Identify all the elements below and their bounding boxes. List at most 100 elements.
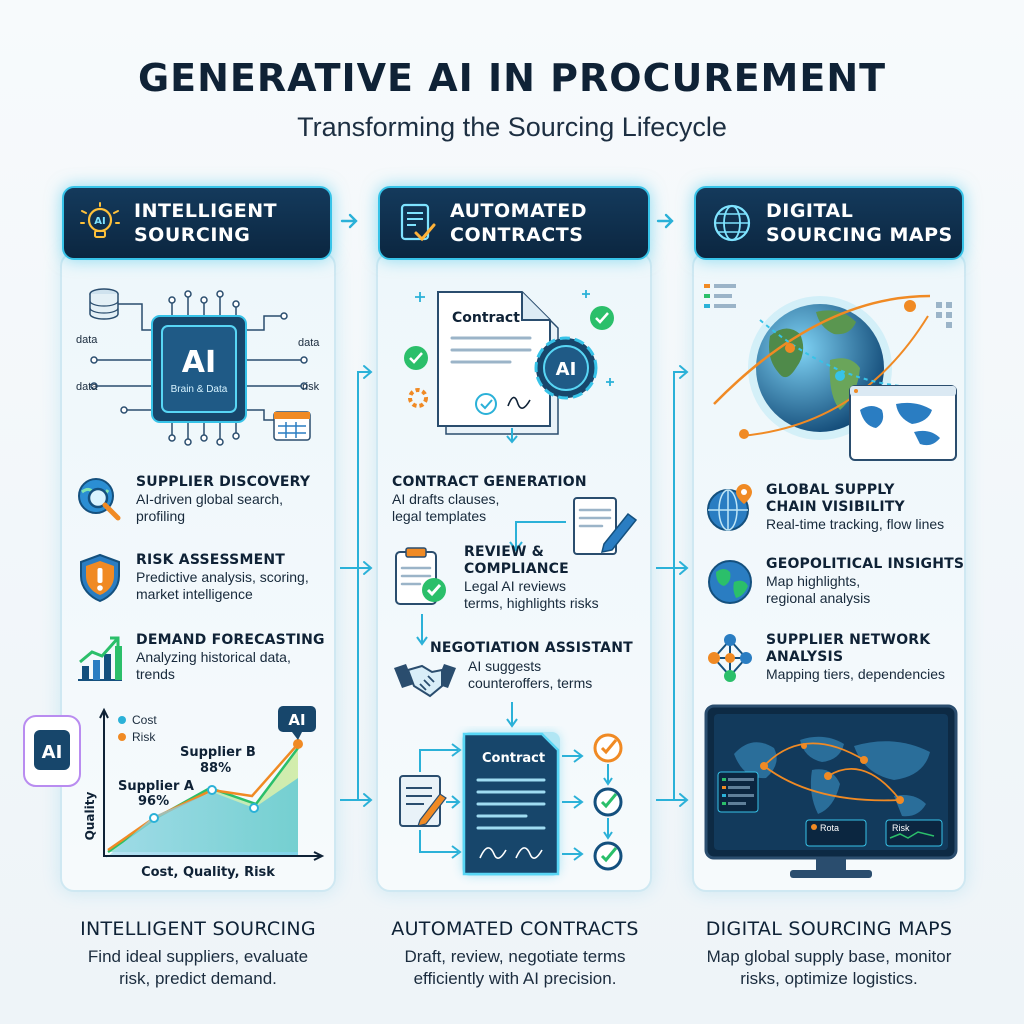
item-supplier-discovery: SUPPLIER DISCOVERY AI-driven global sear… — [74, 474, 332, 526]
flow-arrow-icon — [509, 521, 566, 552]
panel-label: Risk — [892, 823, 910, 833]
supplier-b-value: 88% — [200, 761, 231, 776]
footer-title: AUTOMATED CONTRACTS — [391, 918, 639, 940]
header-line: SOURCING MAPS — [766, 224, 953, 246]
item-desc: regional analysis — [766, 590, 871, 606]
document-pen-icon — [573, 497, 638, 555]
down-arrow-icon — [416, 614, 428, 646]
header-line: AUTOMATED — [450, 200, 588, 222]
item-contract-generation: CONTRACT GENERATION AI drafts clauses, l… — [392, 474, 642, 525]
item-supplier-network: SUPPLIER NETWORK ANALYSIS Mapping tiers,… — [704, 632, 966, 684]
item-geopolitical-insights: GEOPOLITICAL INSIGHTS Map highlights, re… — [704, 556, 966, 608]
supply-map-monitor: Rota Risk — [704, 704, 958, 878]
item-desc: AI-driven global search, — [136, 491, 284, 507]
gear-label: AI — [556, 359, 577, 380]
header-line: DIGITAL — [766, 200, 854, 222]
down-arrow-icon — [506, 702, 518, 728]
item-desc: Predictive analysis, scoring, — [136, 569, 309, 585]
header-automated-contracts: AUTOMATED CONTRACTS — [378, 186, 650, 260]
callout-label: AI — [288, 711, 305, 729]
ai-chip-illustration: AI Brain & Data data data data risk — [76, 288, 320, 446]
shield-warning-icon — [80, 553, 120, 603]
item-title: DEMAND FORECASTING — [136, 632, 325, 648]
hero-label: data — [298, 337, 320, 349]
arrow-head-icon — [679, 793, 689, 807]
map-side-panel — [717, 771, 759, 813]
edit-document-icon — [399, 775, 447, 827]
legend-risk: Risk — [132, 730, 156, 744]
arrow-head-icon — [679, 365, 689, 379]
globe-regions-icon — [708, 560, 752, 604]
side-ai-badge: AI — [23, 715, 81, 787]
item-title: NEGOTIATION ASSISTANT — [430, 640, 633, 656]
footer-desc: Draft, review, negotiate terms efficient… — [370, 946, 660, 990]
world-map-panel — [849, 385, 957, 461]
connector-line — [357, 371, 370, 800]
item-desc: trends — [136, 666, 175, 682]
hero-doc-label: Contract — [452, 310, 520, 326]
header-digital-sourcing-maps: DIGITAL SOURCING MAPS — [694, 186, 964, 260]
item-title: RISK ASSESSMENT — [136, 552, 286, 568]
item-review-compliance: REVIEW & COMPLIANCE Legal AI reviews ter… — [390, 544, 644, 612]
handshake-icon — [394, 664, 456, 698]
item-risk-assessment: RISK ASSESSMENT Predictive analysis, sco… — [74, 552, 336, 604]
chip-sublabel: Brain & Data — [171, 384, 228, 395]
globe-icon — [713, 204, 751, 242]
item-desc: AI drafts clauses, — [392, 491, 500, 507]
arrow-head-icon — [363, 793, 373, 807]
item-title: CONTRACT GENERATION — [392, 474, 587, 490]
footer-title: INTELLIGENT SOURCING — [80, 918, 316, 940]
ai-callout-badge: AI — [278, 706, 316, 740]
item-desc: Legal AI reviews — [464, 578, 566, 594]
footer-desc-line: Draft, review, negotiate terms — [404, 947, 626, 966]
workflow-doc-label: Contract — [482, 751, 545, 766]
arrow-head-icon — [363, 561, 373, 575]
legend-cost: Cost — [132, 713, 157, 727]
contract-workflow-illustration: Contract — [399, 732, 623, 876]
trend-chart-icon — [78, 636, 122, 681]
footer-desc: Map global supply base, monitor risks, o… — [684, 946, 974, 990]
item-title: REVIEW & — [464, 544, 545, 560]
globe-pin-icon — [707, 484, 752, 531]
globe-search-icon — [78, 478, 121, 521]
item-desc: Real-time tracking, flow lines — [766, 516, 945, 532]
item-negotiation-body: AI suggests counteroffers, terms — [392, 658, 642, 702]
item-negotiation-assistant: NEGOTIATION ASSISTANT — [410, 640, 646, 657]
item-title: ANALYSIS — [766, 649, 844, 665]
clipboard-check-icon — [395, 547, 446, 605]
footer-desc-line: risk, predict demand. — [119, 969, 277, 988]
footer-desc-line: Map global supply base, monitor — [706, 947, 952, 966]
item-title: SUPPLIER DISCOVERY — [136, 474, 311, 490]
hero-label: data — [76, 334, 98, 346]
chip-label: AI — [182, 345, 216, 380]
ai-lightbulb-icon: AI — [80, 202, 120, 238]
side-badge-label: AI — [42, 742, 63, 763]
item-desc: market intelligence — [136, 586, 253, 602]
network-nodes-icon — [708, 634, 752, 682]
contract-ai-illustration: Contract AI — [404, 290, 614, 444]
panel-label: Rota — [820, 823, 839, 833]
supplier-b-label: Supplier B — [180, 745, 256, 760]
item-desc: Analyzing historical data, — [136, 649, 291, 665]
arrow-head-icon — [363, 365, 373, 379]
arrow-right-icon — [340, 213, 358, 229]
connector-line — [673, 371, 686, 800]
globe-map-illustration — [704, 284, 957, 461]
item-desc: AI suggests — [468, 658, 542, 674]
svg-text:AI: AI — [94, 216, 105, 227]
chart-ylabel: Quality — [83, 792, 97, 841]
item-global-supply-chain: GLOBAL SUPPLY CHAIN VISIBILITY Real-time… — [704, 482, 966, 534]
table-icon — [273, 411, 311, 441]
item-desc: terms, highlights risks — [464, 595, 599, 611]
item-title: COMPLIANCE — [464, 561, 569, 577]
supplier-a-value: 96% — [138, 794, 169, 809]
item-desc: Mapping tiers, dependencies — [766, 666, 946, 682]
chart-xlabel: Cost, Quality, Risk — [141, 865, 275, 880]
arrow-head-icon — [679, 561, 689, 575]
footer-desc-line: efficiently with AI precision. — [413, 969, 617, 988]
footer-desc-line: Find ideal suppliers, evaluate — [87, 947, 309, 966]
item-demand-forecasting: DEMAND FORECASTING Analyzing historical … — [74, 632, 332, 684]
database-icon — [89, 288, 119, 320]
supplier-a-label: Supplier A — [118, 779, 194, 794]
